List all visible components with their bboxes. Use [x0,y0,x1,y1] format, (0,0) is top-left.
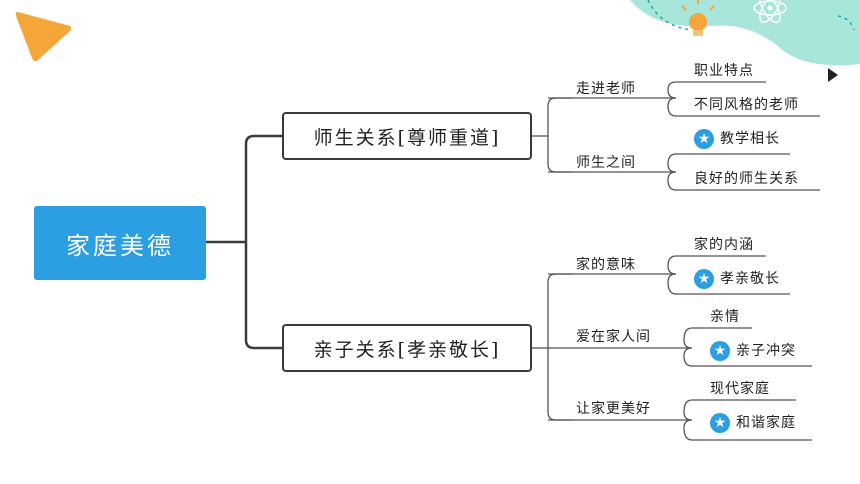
leaf-label: 良好的师生关系 [694,171,799,187]
leaf-item[interactable]: ★ 和谐家庭 [710,412,796,433]
leaf-label: 教学相长 [720,131,780,147]
leaf-item[interactable]: 职业特点 [694,60,754,80]
branch-label: 亲子关系[孝亲敬长] [313,338,501,361]
root-node[interactable]: 家庭美德 [34,206,206,280]
leaf-label: 职业特点 [694,63,754,79]
leaf-item[interactable]: 现代家庭 [710,378,770,398]
leaf-item[interactable]: ★ 亲子冲突 [710,340,796,361]
decorative-art [630,0,860,66]
branch-teacher-student[interactable]: 师生关系[尊师重道] [282,112,532,160]
leaf-item[interactable]: ★ 教学相长 [694,128,780,149]
leaf-item[interactable]: 家的内涵 [694,234,754,254]
sub-topic-label[interactable]: 爱在家人间 [576,329,651,345]
branch-parent-child[interactable]: 亲子关系[孝亲敬长] [282,324,532,372]
leaf-label: 家的内涵 [694,237,754,253]
leaf-label: 亲情 [710,309,740,325]
leaf-item[interactable]: 亲情 [710,306,740,326]
sub-topic-label[interactable]: 走进老师 [576,81,636,97]
root-label: 家庭美德 [66,231,174,260]
triangle-decoration [15,12,71,62]
leaf-label: 现代家庭 [710,381,770,397]
leaf-label: 和谐家庭 [736,415,796,431]
lightbulb-icon [681,0,715,36]
star-icon: ★ [710,413,730,433]
leaf-item[interactable]: ★ 孝亲敬长 [694,268,780,289]
star-icon: ★ [694,129,714,149]
sub-topic-label[interactable]: 家的意味 [576,257,636,273]
leaf-item[interactable]: 良好的师生关系 [694,168,799,188]
leaf-item[interactable]: 不同风格的老师 [694,94,799,114]
sub-topic-label[interactable]: 让家更美好 [576,401,651,417]
atom-icon [753,0,787,24]
leaf-label: 亲子冲突 [736,343,796,359]
leaf-label: 不同风格的老师 [694,97,799,113]
star-icon: ★ [694,269,714,289]
sub-topic-label[interactable]: 师生之间 [576,155,636,171]
leaf-label: 孝亲敬长 [720,271,780,287]
play-arrow-icon [828,68,838,82]
branch-label: 师生关系[尊师重道] [313,126,501,149]
star-icon: ★ [710,341,730,361]
